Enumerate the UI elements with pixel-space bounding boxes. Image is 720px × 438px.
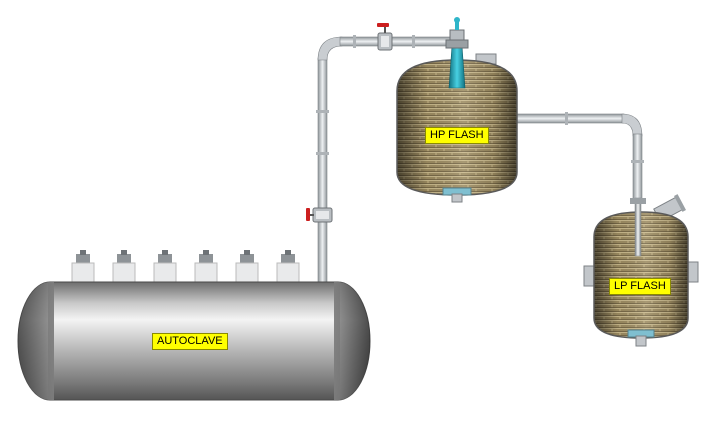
autoclave-label: AUTOCLAVE [152,333,228,350]
pipe-hp-flash-to-lp-flash [511,112,644,201]
autoclave-vessel[interactable] [17,250,371,401]
lp-flash-vessel[interactable] [583,194,699,347]
valve-autoclave-outlet[interactable] [306,207,333,223]
pipe-autoclave-to-hp-flash [316,35,453,289]
valve-hp-inlet[interactable] [377,23,393,51]
hp-flash-label: HP FLASH [425,127,489,144]
autoclave-nozzles [71,250,300,286]
lp-flash-label: LP FLASH [609,278,671,295]
